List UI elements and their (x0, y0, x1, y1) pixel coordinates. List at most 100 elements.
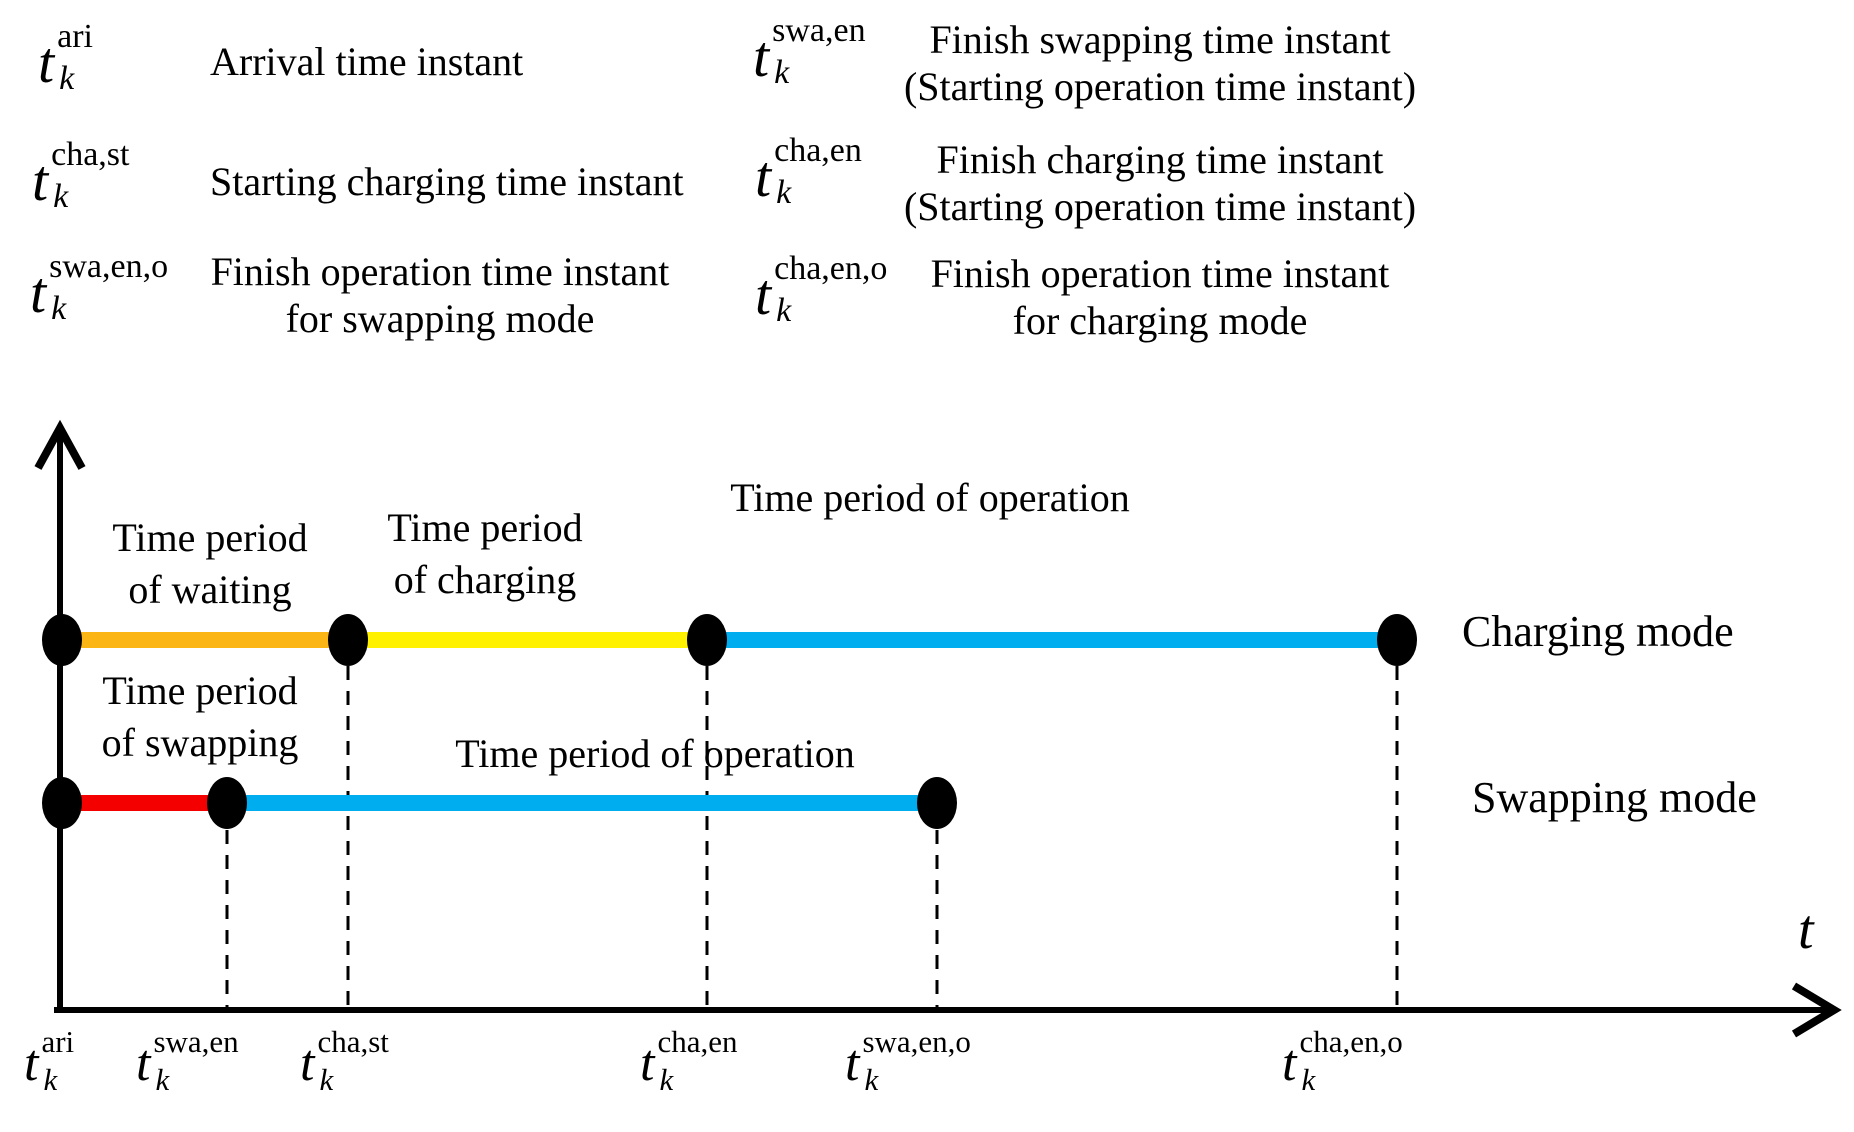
symbol-scripts: ari k (57, 20, 93, 96)
symbol-sub: k (864, 1062, 879, 1097)
dot-swa-en (207, 777, 247, 829)
symbol-sup: swa,en,o (862, 1024, 971, 1059)
bar-charging (348, 632, 707, 648)
label-line: Time period (387, 505, 583, 550)
symbol-base: t (38, 30, 55, 95)
time-axis-arrowhead (1791, 982, 1842, 1038)
symbol-sub: k (155, 1062, 170, 1097)
legend-desc-line: Starting charging time instant (210, 159, 684, 204)
symbol-base: t (755, 262, 772, 327)
symbol-scripts: cha,st k (51, 138, 129, 214)
symbol-scripts: cha,en k (657, 1026, 737, 1095)
symbol-sup: cha,en,o (1299, 1024, 1403, 1059)
label-line: Time period (102, 668, 298, 713)
legend-desc-line: for swapping mode (285, 296, 595, 341)
dot-ari-charging (42, 614, 82, 666)
legend-desc-cha-st: Starting charging time instant (210, 158, 684, 205)
symbol-base: t (30, 260, 47, 325)
symbol-scripts: cha,en,o k (774, 252, 887, 328)
symbol-base: t (300, 1035, 315, 1092)
symbol-sub: k (43, 1062, 58, 1097)
legend-desc-line: (Starting operation time instant) (903, 64, 1417, 109)
symbol-base: t (136, 1035, 151, 1092)
symbol-sup: ari (57, 18, 93, 55)
label-line: of charging (393, 557, 577, 602)
time-axis-label: t (1798, 899, 1814, 961)
legend-desc-swa-en: Finish swapping time instant (Starting o… (900, 16, 1420, 110)
tick-cha-st: t cha,st k (300, 1026, 389, 1095)
symbol-scripts: cha,en,o k (1299, 1026, 1402, 1095)
symbol-sup: cha,en (657, 1024, 738, 1059)
symbol-sub: k (659, 1062, 674, 1097)
symbol-sup: cha,st (51, 136, 130, 173)
symbol-scripts: swa,en k (772, 14, 865, 90)
legend-desc-line: Finish operation time instant (930, 251, 1390, 296)
label-line: Time period (112, 515, 308, 560)
vertical-axis-arrowhead (34, 419, 86, 470)
legend-symbol-swa-en: t swa,en k (753, 14, 866, 90)
symbol-sub: k (776, 292, 792, 329)
legend-desc-line: (Starting operation time instant) (903, 184, 1417, 229)
symbol-sub: k (1301, 1062, 1316, 1097)
symbol-base: t (640, 1035, 655, 1092)
label-line: Time period of operation (730, 475, 1130, 520)
tick-swa-en-o: t swa,en,o k (845, 1026, 971, 1095)
dot-ari-swapping (42, 777, 82, 829)
symbol-scripts: swa,en,o k (862, 1026, 970, 1095)
bar-operation-swapping (227, 795, 937, 811)
dot-cha-en (687, 614, 727, 666)
legend-desc-line: Arrival time instant (210, 39, 524, 84)
label-time-period-of-swapping: Time period of swapping (55, 665, 345, 769)
legend-desc-line: Finish swapping time instant (929, 17, 1391, 62)
symbol-sup: cha,en,o (774, 250, 888, 287)
symbol-sup: swa,en,o (49, 248, 169, 285)
symbol-sup: swa,en (153, 1024, 239, 1059)
bar-operation-charging (707, 632, 1397, 648)
symbol-base: t (24, 1035, 39, 1092)
label-time-period-of-operation-swapping: Time period of operation (435, 728, 875, 780)
legend-symbol-ari: t ari k (38, 20, 93, 96)
symbol-sub: k (774, 54, 790, 91)
charging-mode-label: Charging mode (1462, 607, 1734, 656)
label-time-period-of-waiting: Time period of waiting (65, 512, 355, 616)
tick-ari: t ari k (24, 1026, 74, 1095)
symbol-sub: k (53, 178, 69, 215)
symbol-sup: ari (41, 1024, 75, 1059)
symbol-base: t (32, 148, 49, 213)
dot-swa-en-o (917, 777, 957, 829)
label-line: Time period of operation (455, 731, 855, 776)
legend-desc-cha-en-o: Finish operation time instant for chargi… (900, 250, 1420, 344)
symbol-sup: cha,st (317, 1024, 389, 1059)
symbol-base: t (1282, 1035, 1297, 1092)
symbol-scripts: cha,en k (774, 134, 862, 210)
label-time-period-of-operation-charging: Time period of operation (710, 472, 1150, 524)
symbol-sub: k (51, 290, 67, 327)
symbol-scripts: swa,en k (153, 1026, 238, 1095)
legend-symbol-swa-en-o: t swa,en,o k (30, 250, 168, 326)
legend-desc-swa-en-o: Finish operation time instant for swappi… (205, 248, 675, 342)
dot-cha-en-o (1377, 614, 1417, 666)
swapping-mode-label: Swapping mode (1472, 773, 1757, 822)
tick-swa-en: t swa,en k (136, 1026, 239, 1095)
symbol-scripts: cha,st k (317, 1026, 388, 1095)
tick-cha-en: t cha,en k (640, 1026, 737, 1095)
symbol-base: t (755, 144, 772, 209)
bar-waiting (62, 632, 348, 648)
symbol-sup: cha,en (774, 132, 862, 169)
symbol-scripts: swa,en,o k (49, 250, 168, 326)
symbol-sub: k (319, 1062, 334, 1097)
label-line: of swapping (101, 720, 299, 765)
symbol-sub: k (776, 174, 792, 211)
symbol-sup: swa,en (772, 12, 866, 49)
symbol-sub: k (59, 60, 75, 97)
tick-cha-en-o: t cha,en,o k (1282, 1026, 1403, 1095)
symbol-base: t (845, 1035, 860, 1092)
symbol-scripts: ari k (41, 1026, 74, 1095)
label-time-period-of-charging: Time period of charging (340, 502, 630, 606)
label-line: of waiting (128, 567, 292, 612)
legend-desc-ari: Arrival time instant (210, 38, 523, 85)
legend-symbol-cha-en: t cha,en k (755, 134, 862, 210)
legend-desc-line: for charging mode (1012, 298, 1308, 343)
